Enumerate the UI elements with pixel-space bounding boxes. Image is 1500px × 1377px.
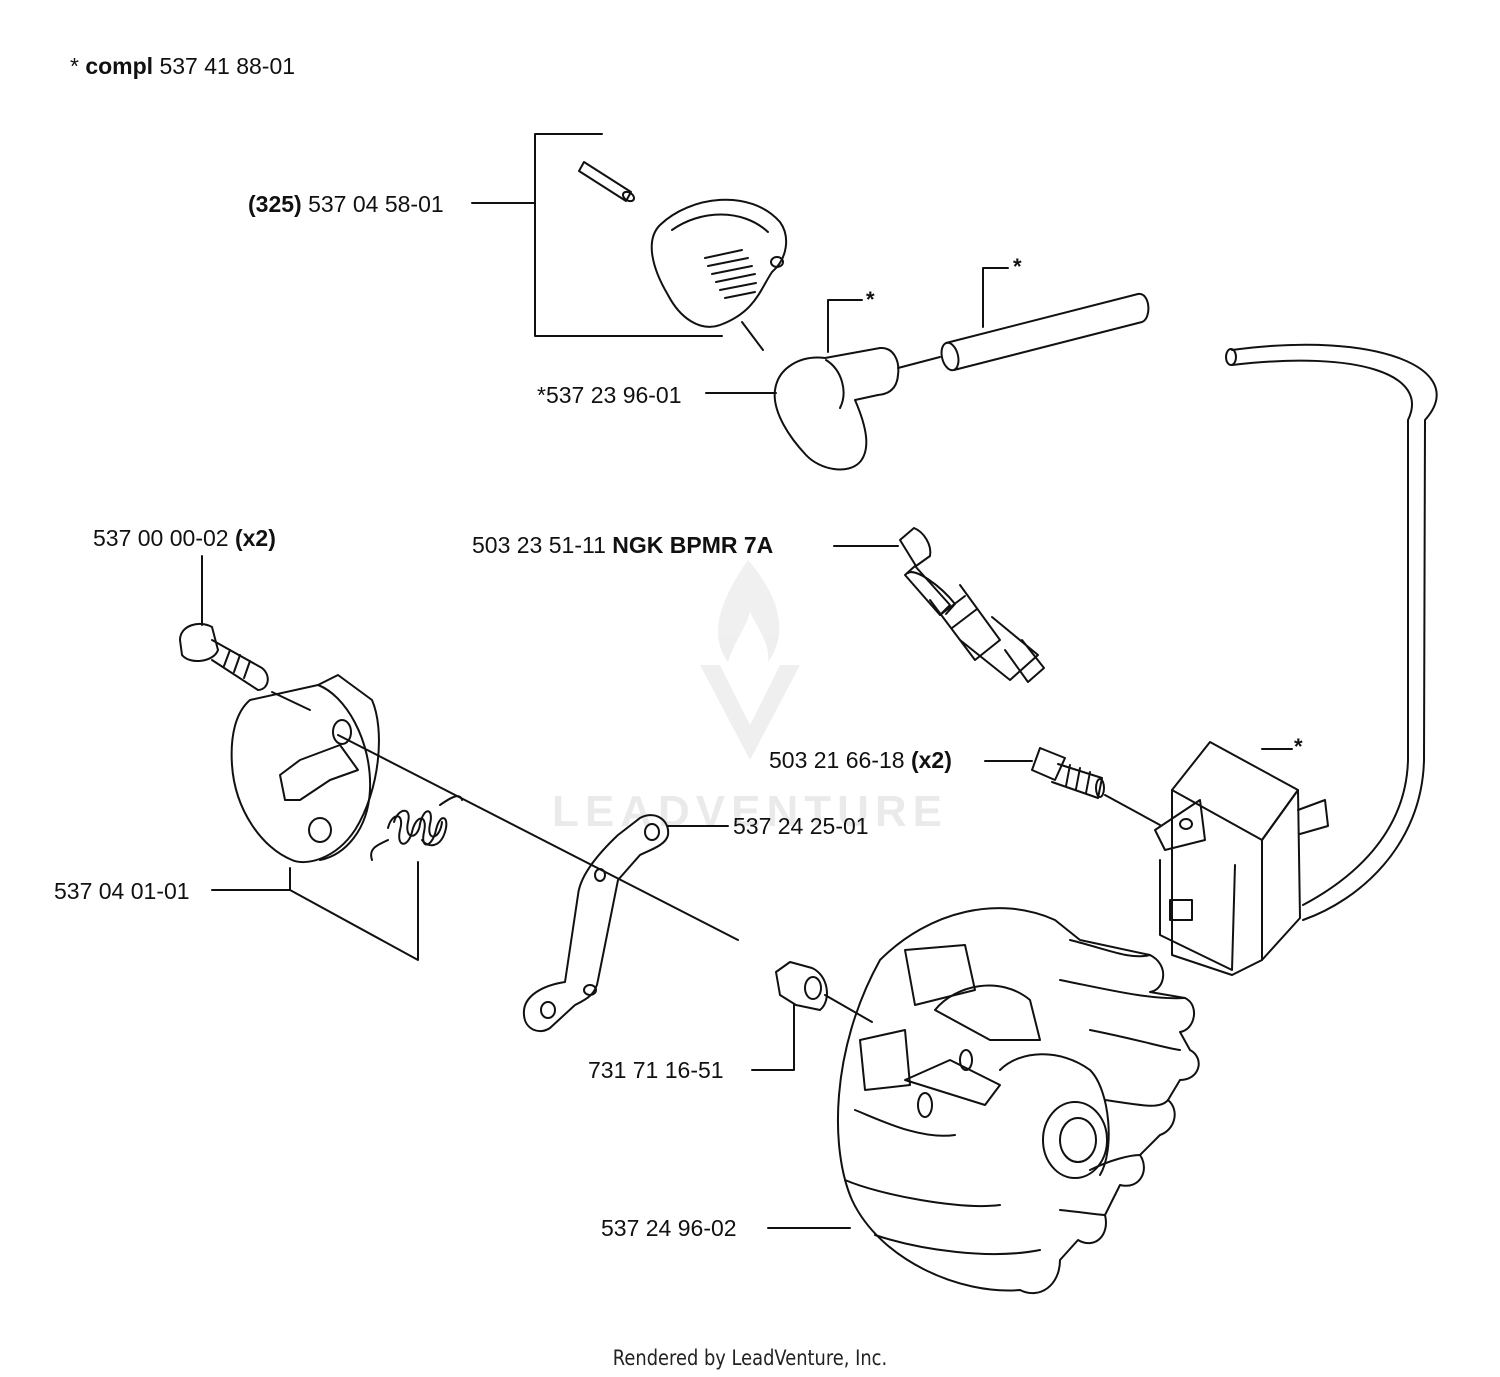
spark-plug-part <box>833 527 1045 683</box>
clutch-part <box>211 674 739 961</box>
label-coil-screw: 503 21 66-18 (x2) <box>769 747 952 773</box>
header-compl-label: * compl 537 41 88-01 <box>70 53 296 79</box>
star-coil: * <box>1294 734 1303 759</box>
clutch-spring-part <box>370 795 463 861</box>
ht-lead-part <box>1225 343 1438 921</box>
label-clutch-screw: 537 00 00-02 (x2) <box>93 525 276 551</box>
lever-part <box>522 814 729 1033</box>
label-nut: 731 71 16-51 <box>588 1057 724 1083</box>
label-boot: *537 23 96-01 <box>537 382 682 408</box>
ignition-cable-part <box>940 267 1150 372</box>
leadventure-watermark-logo <box>700 560 800 760</box>
label-spark-plug: 503 23 51-11 NGK BPMR 7A <box>472 532 774 558</box>
clutch-screw-part <box>179 555 311 711</box>
pin-part <box>578 161 636 203</box>
label-clutch: 537 04 01-01 <box>54 878 190 904</box>
flywheel-nut-part <box>751 961 873 1071</box>
label-lever: 537 24 25-01 <box>733 813 869 839</box>
coil-screw-part <box>984 747 1105 799</box>
flywheel-part <box>767 907 1200 1295</box>
label-flywheel: 537 24 96-02 <box>601 1215 737 1241</box>
watermark-text: LEADVENTURE <box>552 787 948 836</box>
spark-boot-part <box>705 299 941 471</box>
footer-rendered-by: Rendered by LeadVenture, Inc. <box>612 1346 888 1370</box>
ignition-coil-part <box>1104 741 1329 976</box>
star-boot: * <box>866 287 875 312</box>
label-cap-assembly: (325) 537 04 58-01 <box>248 191 444 217</box>
star-cable: * <box>1013 254 1022 279</box>
cap-bracket-leader <box>471 133 723 337</box>
spark-cap-part <box>650 198 788 351</box>
